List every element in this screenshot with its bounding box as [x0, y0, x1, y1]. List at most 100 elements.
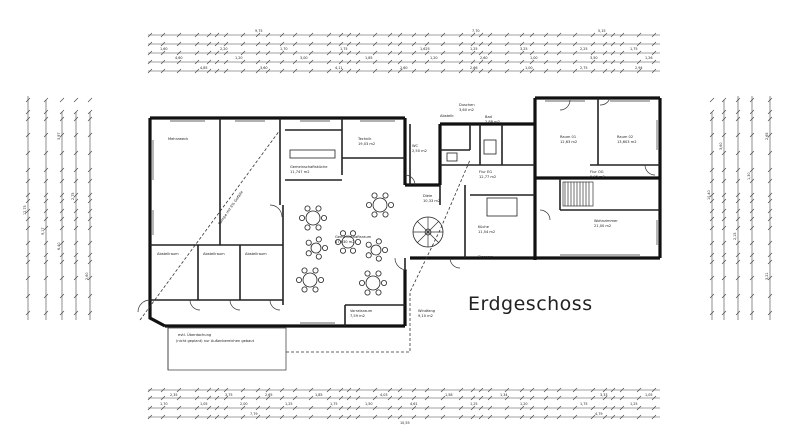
- dim-tick: [338, 41, 344, 47]
- dim-tick: [265, 50, 271, 56]
- dim-tick: [25, 167, 31, 173]
- dim-tick: [709, 240, 715, 246]
- dim-tick: [372, 68, 378, 74]
- dim-tick: [424, 405, 430, 411]
- dim-tick: [160, 68, 166, 74]
- dim-tick: [265, 59, 271, 65]
- chair: [301, 286, 308, 293]
- dim-tick: [338, 59, 344, 65]
- dim-tick: [308, 32, 314, 38]
- room-area-r16: 12,63 m2: [560, 140, 577, 144]
- dim-tick: [636, 68, 642, 74]
- dim-tick: [223, 395, 229, 401]
- dim-tick: [292, 405, 298, 411]
- dim-top-1: 9,75: [255, 29, 263, 33]
- dim-tick: [440, 59, 446, 65]
- dim-tick: [651, 41, 657, 47]
- dim-tick: [651, 59, 657, 65]
- dim-tick: [397, 32, 403, 38]
- dim-tick: [59, 252, 65, 258]
- dim-tick: [767, 225, 773, 231]
- dim-tick: [470, 387, 476, 393]
- dim-tick: [721, 109, 727, 115]
- dim-tick: [43, 132, 49, 138]
- dim-tick: [767, 310, 773, 316]
- dim-tick: [176, 387, 182, 393]
- dim-tick: [147, 41, 153, 47]
- dim-bot-r2-6: 4,61: [410, 402, 418, 406]
- dim-tick: [194, 50, 200, 56]
- dim-top-r2-4: 1,625: [420, 47, 430, 51]
- dim-tick: [721, 208, 727, 214]
- dim-tick: [240, 59, 246, 65]
- dim-tick: [223, 405, 229, 411]
- building-walls: [148, 96, 662, 328]
- dim-tick: [709, 216, 715, 222]
- dim-tick: [87, 198, 93, 204]
- chair: [354, 238, 361, 245]
- dim-tick: [346, 41, 352, 47]
- dim-tick: [440, 405, 446, 411]
- dim-tick: [397, 59, 403, 65]
- dim-tick: [25, 259, 31, 265]
- dim-tick: [292, 41, 298, 47]
- dim-tick: [326, 414, 332, 420]
- dim-tick: [355, 68, 361, 74]
- dim-tick: [147, 50, 153, 56]
- dim-top-r2-3: 1,75: [340, 47, 348, 51]
- dim-tick: [59, 275, 65, 281]
- dim-tick: [519, 68, 525, 74]
- dim-tick: [767, 167, 773, 173]
- dim-tick: [478, 387, 484, 393]
- dim-tick: [73, 259, 79, 265]
- chair: [375, 270, 382, 277]
- dim-tick: [470, 405, 476, 411]
- dim-tick: [59, 132, 65, 138]
- dim-tick: [223, 68, 229, 74]
- dim-tick: [590, 395, 596, 401]
- ramp-line: [139, 129, 281, 321]
- dim-tick: [194, 59, 200, 65]
- dim-tick: [346, 32, 352, 38]
- dim-right-4: 2,65: [765, 132, 769, 140]
- dim-tick: [87, 116, 93, 122]
- dim-tick: [355, 414, 361, 420]
- dim-tick: [73, 178, 79, 184]
- dim-tick: [590, 387, 596, 393]
- chair: [371, 192, 378, 199]
- dim-tick: [265, 41, 271, 47]
- dim-tick: [206, 32, 212, 38]
- dim-tick: [73, 132, 79, 138]
- dim-tick: [636, 405, 642, 411]
- dim-tick: [556, 59, 562, 65]
- dim-tick: [255, 405, 261, 411]
- dim-tick: [240, 405, 246, 411]
- dim-tick: [411, 59, 417, 65]
- dim-tick: [147, 405, 153, 411]
- dim-tick: [265, 405, 271, 411]
- dim-tick: [43, 259, 49, 265]
- dim-tick: [372, 405, 378, 411]
- dim-tick: [279, 41, 285, 47]
- dim-tick: [160, 41, 166, 47]
- dim-tick: [424, 68, 430, 74]
- dim-top-r4-2: 4,11: [335, 66, 343, 70]
- dim-tick: [487, 59, 493, 65]
- bottom-dimension-chain: 2,35 3,75 2,65 1,85 4,03 1,58 1,34 3,33 …: [147, 387, 660, 425]
- dim-tick: [43, 109, 49, 115]
- dim-tick: [73, 275, 79, 281]
- dim-tick: [709, 293, 715, 299]
- dim-tick: [735, 178, 741, 184]
- dim-tick: [346, 59, 352, 65]
- dim-tick: [735, 109, 741, 115]
- dim-tick: [43, 198, 49, 204]
- dim-tick: [735, 192, 741, 198]
- dim-tick: [372, 41, 378, 47]
- dim-tick: [470, 68, 476, 74]
- dim-tick: [387, 405, 393, 411]
- chair: [301, 267, 308, 274]
- dim-tick: [504, 387, 510, 393]
- dim-tick: [470, 32, 476, 38]
- dim-tick: [87, 216, 93, 222]
- room-name-r12: Bad: [485, 115, 492, 119]
